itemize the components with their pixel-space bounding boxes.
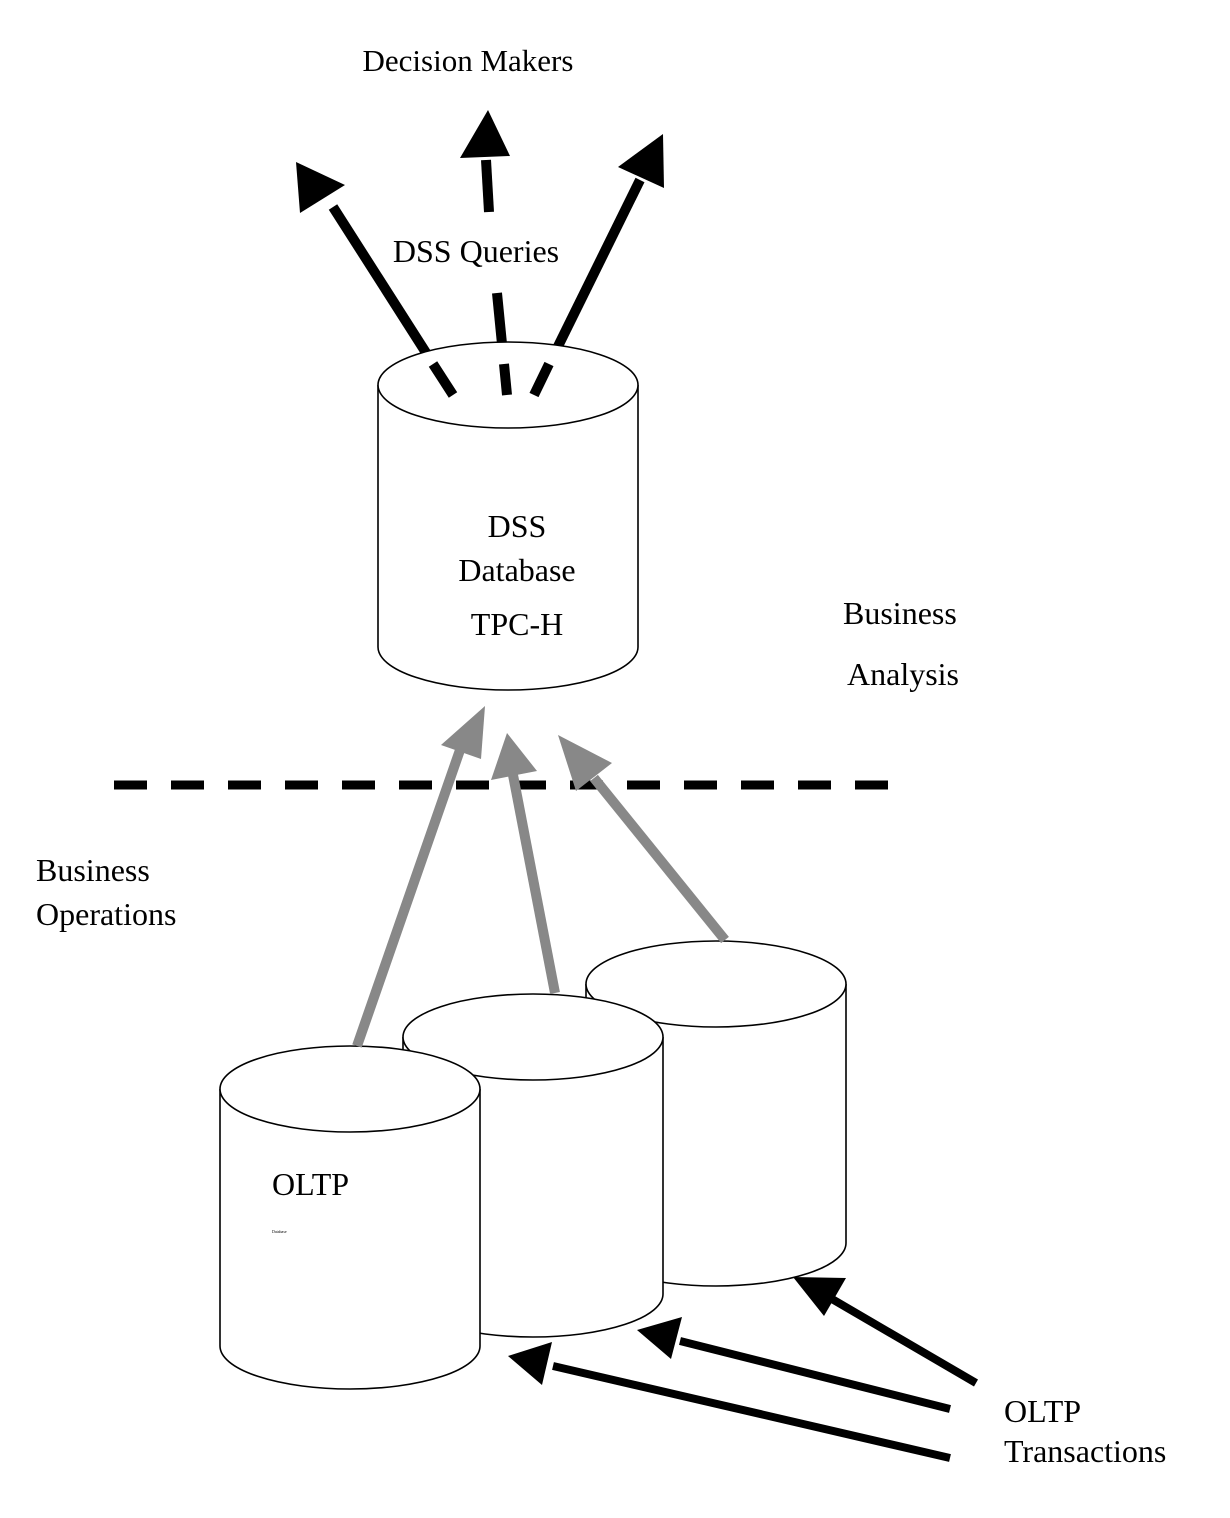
decision-makers-label: Decision Makers [363,43,574,78]
etl-arrow-middle [491,733,560,994]
business-operations-label-line1: Business [36,852,150,888]
dss-database-label-line2: Database [458,552,575,588]
oltp-database-sublabel: Database [272,1229,287,1234]
oltp-transaction-arrow-3 [508,1342,951,1462]
business-operations-label-line2: Operations [36,896,176,932]
oltp-transactions-label-line1: OLTP [1004,1393,1081,1429]
business-analysis-label-line2: Analysis [847,656,959,692]
dss-database-label-line3: TPC-H [471,606,563,642]
dss-queries-label: DSS Queries [393,233,559,269]
business-analysis-label-line1: Business [843,595,957,631]
oltp-database-label: OLTP [272,1166,349,1202]
etl-arrow-left [352,706,485,1048]
oltp-database-cylinder-front [219,1045,481,1390]
oltp-transaction-arrow-1 [793,1277,979,1387]
oltp-transaction-arrow-2 [637,1317,951,1413]
oltp-transactions-label-line2: Transactions [1004,1433,1166,1469]
dss-database-label-line1: DSS [488,508,547,544]
dss-database-cylinder [377,341,639,691]
etl-arrow-right [558,735,729,944]
